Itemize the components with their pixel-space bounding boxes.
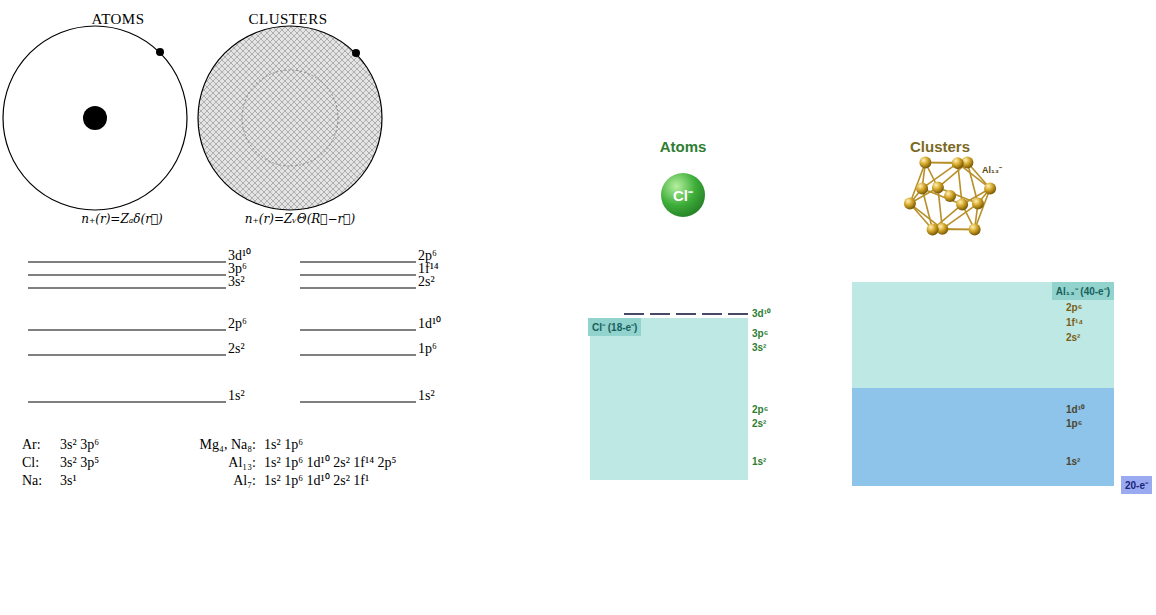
level-label: 2p⁶ bbox=[418, 248, 437, 264]
density-formula: n₊(r)=Zₐδ(r⃗) bbox=[81, 213, 163, 227]
element-name: Al₁₃: bbox=[228, 455, 256, 471]
element-name: Cl: bbox=[22, 455, 39, 471]
element-name: Ar: bbox=[22, 437, 41, 453]
element-name: Na: bbox=[22, 473, 42, 489]
atom-sphere bbox=[904, 198, 916, 210]
level-label: 1s² bbox=[228, 388, 245, 404]
column-heading: CLUSTERS bbox=[248, 11, 327, 28]
empty-orbital bbox=[650, 313, 670, 315]
level-label: 3p⁶ bbox=[752, 328, 768, 340]
empty-orbital bbox=[676, 313, 696, 315]
electron-dot bbox=[352, 49, 360, 57]
shell-panel: Al₁₃⁻ (40-e⁻) 20-e⁻ bbox=[852, 282, 1114, 486]
shell-panel: Cl⁻ (18-e⁻) bbox=[590, 318, 748, 480]
level-label: 3p⁶ bbox=[228, 261, 247, 277]
electron-dot bbox=[156, 48, 164, 56]
cluster-jellium bbox=[198, 26, 382, 210]
atom-sphere bbox=[932, 182, 944, 194]
level-label: 3s² bbox=[752, 342, 766, 354]
atom-sphere bbox=[927, 223, 939, 235]
atom-sphere bbox=[969, 223, 981, 235]
cluster-name: Al₁₃⁻ bbox=[982, 165, 1002, 175]
panel-heading: Al₁₃⁻ (40-e⁻) bbox=[1052, 282, 1114, 300]
level-label: 2s² bbox=[228, 341, 245, 357]
level-label: 1d¹⁰ bbox=[418, 316, 441, 332]
element-name: Al₇: bbox=[233, 473, 256, 489]
atom-sphere bbox=[972, 198, 984, 210]
panel-heading: Cl⁻ (18-e⁻) bbox=[588, 318, 641, 336]
atom-orbit bbox=[3, 26, 187, 210]
atom-sphere bbox=[916, 182, 928, 194]
column-heading: Atoms bbox=[660, 138, 707, 155]
empty-orbital bbox=[728, 313, 748, 315]
level-label: 2s² bbox=[752, 418, 766, 430]
level-label: 2s² bbox=[418, 274, 435, 290]
level-label: 2p⁶ bbox=[228, 316, 247, 332]
configuration: 1s² 1p⁶ 1d¹⁰ 2s² 1f¹ bbox=[264, 473, 369, 489]
column-heading: ATOMS bbox=[91, 11, 144, 28]
configuration: 1s² 1p⁶ bbox=[264, 437, 303, 453]
ion-ball: Cl⁻ bbox=[661, 173, 705, 217]
level-label: 3d¹⁰ bbox=[228, 248, 251, 264]
level-label: 1f¹⁴ bbox=[418, 261, 439, 277]
atom-sphere bbox=[919, 157, 931, 169]
configuration: 3s² 3p⁵ bbox=[60, 455, 99, 471]
atom-sphere bbox=[956, 198, 968, 210]
panel-heading: 20-e⁻ bbox=[1121, 476, 1152, 494]
level-label: 2p⁶ bbox=[752, 404, 768, 416]
density-formula: n₊(r)=ZᵥΘ(R⃗−r⃗) bbox=[245, 213, 355, 227]
cluster-core bbox=[242, 70, 338, 166]
element-name: Mg₄, Na₈: bbox=[200, 437, 256, 453]
configuration: 3s² 3p⁶ bbox=[60, 437, 99, 453]
bond bbox=[958, 163, 962, 204]
bond bbox=[922, 188, 932, 229]
level-label: 1s² bbox=[752, 456, 766, 468]
al13-icosahedron bbox=[904, 157, 996, 236]
atom-sphere bbox=[952, 157, 964, 169]
level-label: 1s² bbox=[418, 388, 435, 404]
empty-orbital bbox=[624, 313, 644, 315]
level-label: 1p⁶ bbox=[418, 341, 437, 357]
atom-sphere bbox=[944, 190, 956, 202]
empty-orbital bbox=[702, 313, 722, 315]
level-label: 3d¹⁰ bbox=[752, 308, 771, 320]
shell-panel: 20-e⁻ bbox=[852, 388, 1114, 486]
column-heading: Clusters bbox=[910, 138, 970, 155]
atom-sphere bbox=[984, 182, 996, 194]
configuration: 3s¹ bbox=[60, 473, 77, 489]
configuration: 1s² 1p⁶ 1d¹⁰ 2s² 1f¹⁴ 2p⁵ bbox=[264, 455, 397, 471]
level-label: 3s² bbox=[228, 274, 245, 290]
ion-symbol: Cl⁻ bbox=[673, 185, 693, 205]
level-lines bbox=[28, 262, 416, 402]
nucleus bbox=[83, 106, 107, 130]
